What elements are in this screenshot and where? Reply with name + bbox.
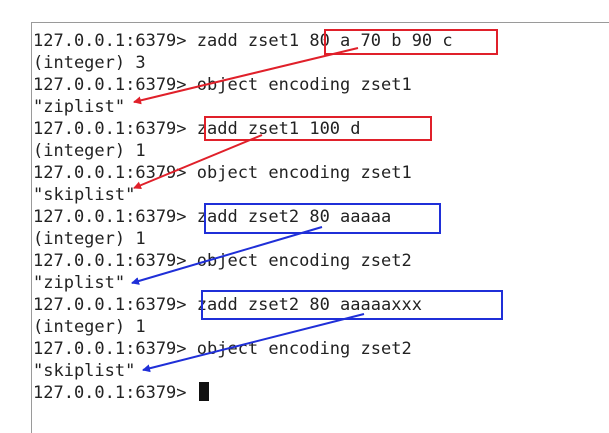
terminal-line-result: (integer) 1: [33, 229, 146, 249]
terminal-line-result: "ziplist": [33, 273, 126, 293]
text-cursor: [198, 382, 209, 401]
terminal-line-result: (integer) 3: [33, 53, 146, 73]
terminal-line-command: 127.0.0.1:6379> zadd zset1 100 d: [33, 119, 361, 139]
terminal-line-command: 127.0.0.1:6379> object encoding zset1: [33, 163, 412, 183]
blue-arrow-to-skiplist: [142, 313, 365, 373]
highlight-box-zset2-aaaaa: [204, 203, 441, 234]
terminal-line-command: 127.0.0.1:6379> zadd zset2 80 aaaaa: [33, 207, 392, 227]
terminal-line-result: "skiplist": [33, 185, 136, 205]
terminal-line-command: 127.0.0.1:6379> zadd zset1 80 a 70 b 90 …: [33, 31, 453, 51]
red-arrow-to-ziplist: [133, 47, 359, 105]
terminal-top-border: [31, 22, 609, 23]
terminal-line-result: (integer) 1: [33, 317, 146, 337]
terminal-line-result: (integer) 1: [33, 141, 146, 161]
terminal-line-command: 127.0.0.1:6379> zadd zset2 80 aaaaaxxx: [33, 295, 422, 315]
terminal-line-result: "skiplist": [33, 361, 136, 381]
blue-arrow-to-ziplist: [131, 226, 323, 285]
terminal-line-command: 127.0.0.1:6379> object encoding zset2: [33, 251, 412, 271]
terminal-line-result: "ziplist": [33, 97, 126, 117]
terminal-prompt: 127.0.0.1:6379>: [33, 383, 197, 403]
red-arrow-to-skiplist: [133, 134, 263, 190]
highlight-box-zset1-members: [324, 29, 498, 55]
terminal-prompt-line[interactable]: 127.0.0.1:6379>: [33, 382, 603, 404]
highlight-box-zset2-aaaaaxxx: [201, 290, 503, 320]
highlight-box-zset1-add-d: [204, 116, 432, 141]
terminal-line-command: 127.0.0.1:6379> object encoding zset1: [33, 75, 412, 95]
terminal-output[interactable]: 127.0.0.1:6379> zadd zset1 80 a 70 b 90 …: [33, 30, 603, 404]
terminal-left-border: [31, 22, 32, 433]
